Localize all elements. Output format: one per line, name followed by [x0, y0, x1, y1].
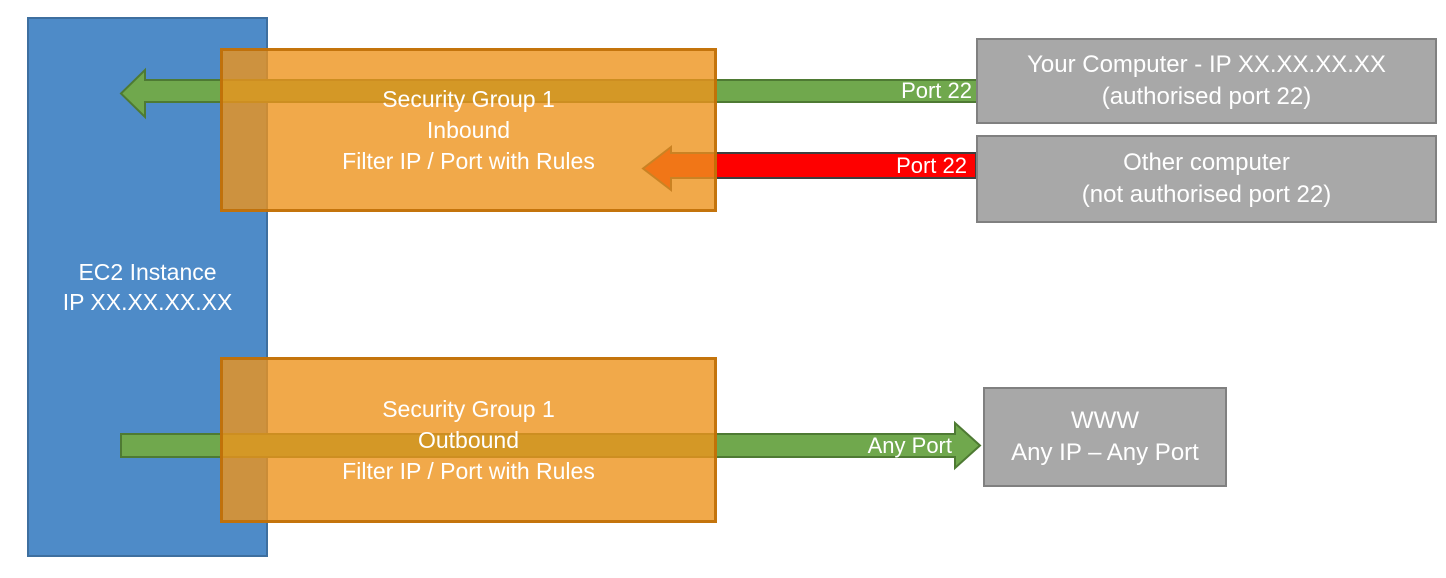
- port-22-denied-label: Port 22: [896, 153, 967, 178]
- your-computer-box: Your Computer - IP XX.XX.XX.XX (authoris…: [976, 38, 1437, 124]
- your-computer-title: Your Computer - IP XX.XX.XX.XX: [1027, 51, 1386, 78]
- security-group-outbound-box: Security Group 1 Outbound Filter IP / Po…: [220, 357, 717, 523]
- ec2-instance-title: EC2 Instance: [78, 259, 217, 285]
- security-group-inbound-direction: Inbound: [426, 116, 511, 143]
- your-computer-subtitle: (authorised port 22): [1101, 83, 1312, 110]
- ec2-instance-ip: IP XX.XX.XX.XX: [62, 289, 233, 315]
- www-box: WWW Any IP – Any Port: [983, 387, 1227, 487]
- port-22-allowed-label: Port 22: [901, 78, 972, 103]
- www-subtitle: Any IP – Any Port: [1011, 439, 1199, 466]
- other-computer-subtitle: (not authorised port 22): [1081, 181, 1332, 208]
- security-group-outbound-direction: Outbound: [417, 426, 520, 453]
- any-port-label: Any Port: [867, 433, 952, 458]
- other-computer-title: Other computer: [1123, 149, 1290, 176]
- security-group-inbound-description: Filter IP / Port with Rules: [342, 147, 595, 174]
- other-computer-box: Other computer (not authorised port 22): [976, 135, 1437, 223]
- www-title: WWW: [1071, 407, 1139, 434]
- security-group-inbound-title: Security Group 1: [382, 85, 555, 112]
- security-group-inbound-box: Security Group 1 Inbound Filter IP / Por…: [220, 48, 717, 212]
- security-group-outbound-title: Security Group 1: [382, 395, 555, 422]
- security-group-outbound-description: Filter IP / Port with Rules: [342, 457, 595, 484]
